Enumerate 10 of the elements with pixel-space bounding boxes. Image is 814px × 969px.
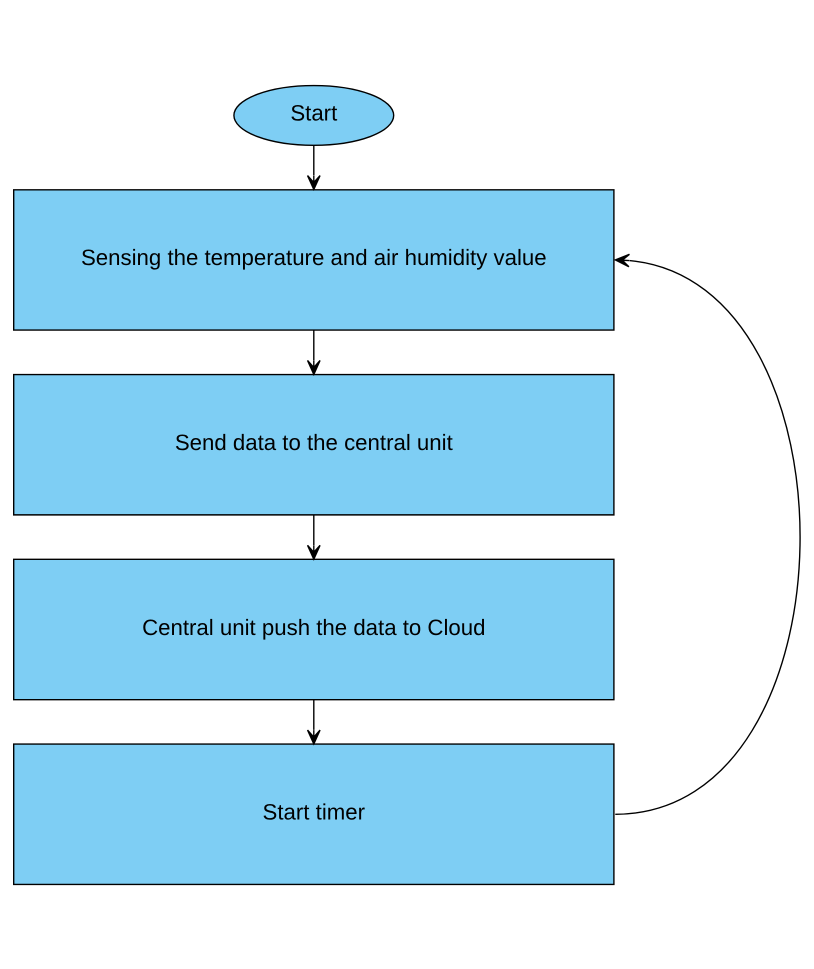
arrow [306, 514, 321, 560]
node-ellipse: Start [233, 84, 394, 146]
arrow [306, 330, 321, 375]
node-box: Central unit push the data to Cloud [13, 558, 615, 700]
node-box: Start timer [13, 742, 615, 885]
node-box: Send data to the central unit [13, 373, 615, 516]
arrow [614, 253, 800, 814]
arrow [306, 699, 321, 744]
node-box: Sensing the temperature and air humidity value [13, 188, 615, 330]
arrow [306, 145, 321, 190]
